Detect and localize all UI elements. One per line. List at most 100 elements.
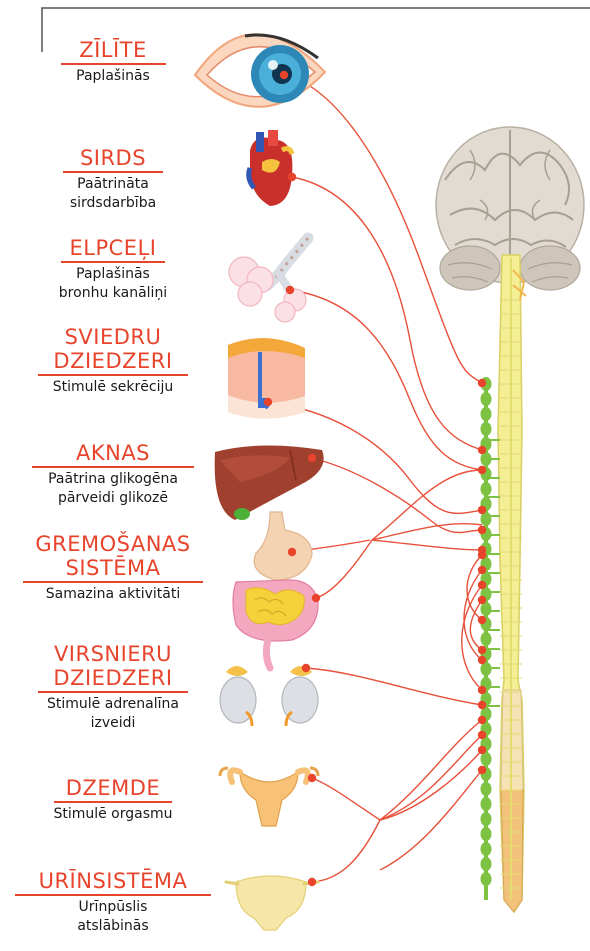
ganglion (481, 812, 492, 826)
organ-title: SISTĒMA (0, 556, 233, 580)
nerve-endpoint (308, 878, 316, 886)
nerve-endpoint (288, 173, 296, 181)
title-underline (38, 374, 188, 376)
organ-title: GREMOŠANAS (0, 532, 233, 556)
sympathetic-chain (481, 377, 501, 900)
nerve-endpoint (478, 646, 486, 654)
organ-title: SIRDS (0, 146, 233, 170)
organ-description: Stimulē adrenalīna (0, 695, 233, 714)
ganglion (481, 407, 492, 421)
nerve-line (372, 470, 482, 540)
organ-title: ZĪLĪTE (0, 38, 233, 62)
nerve-line (372, 540, 482, 550)
organ-description: Paātrināta (0, 175, 233, 194)
nerve-endpoint (280, 71, 288, 79)
organ-title: DZEMDE (0, 776, 233, 800)
nerve-line (380, 720, 482, 820)
nerve-endpoint (288, 548, 296, 556)
nerve-endpoint (478, 466, 486, 474)
ganglion (481, 422, 492, 436)
nerve-line (306, 668, 482, 705)
ganglion (481, 632, 492, 646)
ganglion (481, 842, 492, 856)
heart-illustration (249, 130, 293, 206)
ganglion (481, 872, 492, 886)
bladder-illustration (226, 876, 318, 930)
uterus-illustration (220, 768, 318, 826)
label-urinsistema: URĪNSISTĒMA Urīnpūslisatslābinās (0, 869, 233, 936)
nerve-line (312, 778, 380, 820)
ganglion (481, 392, 492, 406)
nerve-endpoint (478, 716, 486, 724)
organ-description: sirdsdarbība (0, 194, 233, 213)
organ-title: URĪNSISTĒMA (0, 869, 233, 893)
lungs-illustration (229, 238, 308, 322)
organ-title: AKNAS (0, 441, 233, 465)
nerve-endpoint (478, 656, 486, 664)
title-underline (54, 801, 172, 803)
organ-description: bronhu kanāliņi (0, 284, 233, 303)
label-elpceli: ELPCEĻIPaplašināsbronhu kanāliņi (0, 236, 233, 303)
organ-title: VIRSNIERU (0, 642, 233, 666)
organ-title: DZIEDZERI (0, 349, 233, 373)
label-gremosana: GREMOŠANASSISTĒMA Samazina aktivitāti (0, 532, 233, 604)
label-virsnieru: VIRSNIERUDZIEDZERI Stimulē adrenalīnaizve… (0, 642, 233, 733)
nerve-endpoint (264, 398, 272, 406)
nerve-endpoint (478, 731, 486, 739)
organ-description: Paplašinās (0, 265, 233, 284)
title-underline (15, 894, 211, 896)
nerve-endpoint (478, 581, 486, 589)
nerve-endpoint (308, 454, 316, 462)
ganglion (481, 482, 492, 496)
nerve-endpoint (478, 701, 486, 709)
ganglion (481, 857, 492, 871)
nerve-line (312, 458, 482, 533)
adrenal-illustration (220, 666, 318, 726)
nerve-line (470, 600, 482, 650)
nerve-endpoint (308, 774, 316, 782)
nerve-endpoint (478, 566, 486, 574)
nerve-endpoint (478, 526, 486, 534)
organ-description: Paplašinās (0, 67, 233, 86)
nerve-endpoint (478, 596, 486, 604)
organ-description: Samazina aktivitāti (0, 585, 233, 604)
nerve-line (380, 770, 482, 870)
title-underline (61, 261, 165, 263)
label-sviedru: SVIEDRUDZIEDZERI Stimulē sekrēciju (0, 325, 233, 397)
organ-description: izveidi (0, 714, 233, 733)
ganglion (481, 782, 492, 796)
organ-description: Urīnpūslis (0, 898, 233, 917)
sweat-gland-illustration (228, 338, 305, 418)
nerve-endpoint (478, 766, 486, 774)
organ-description: pārveidi glikozē (0, 489, 233, 508)
nerve-endpoint (478, 506, 486, 514)
organ-description: Stimulē orgasmu (0, 805, 233, 824)
label-aknas: AKNAS Paātrina glikogēnapārveidi glikozē (0, 441, 233, 508)
label-zilite: ZĪLĪTE Paplašinās (0, 38, 233, 86)
nerve-endpoint (478, 746, 486, 754)
organ-description: atslābinās (0, 917, 233, 936)
label-sirds: SIRDS Paātrinātasirdsdarbība (0, 146, 233, 213)
title-underline (38, 691, 188, 693)
nerve-endpoint (478, 616, 486, 624)
organ-title: DZIEDZERI (0, 666, 233, 690)
nerve-endpoint (286, 286, 294, 294)
nerve-endpoint (312, 594, 320, 602)
spinal-cord (498, 255, 526, 912)
nerve-endpoint (478, 446, 486, 454)
nerve-line (316, 540, 372, 598)
organ-title: SVIEDRU (0, 325, 233, 349)
nerve-endpoint (478, 379, 486, 387)
title-underline (63, 171, 163, 173)
digestive-illustration (233, 512, 318, 668)
nerve-endpoint (478, 551, 486, 559)
nerve-line (312, 820, 380, 882)
ganglion (481, 827, 492, 841)
title-underline (23, 581, 203, 583)
organ-description: Stimulē sekrēciju (0, 378, 233, 397)
ganglion (481, 797, 492, 811)
nerve-endpoint (478, 686, 486, 694)
organ-description: Paātrina glikogēna (0, 470, 233, 489)
label-dzemde: DZEMDE Stimulē orgasmu (0, 776, 233, 824)
